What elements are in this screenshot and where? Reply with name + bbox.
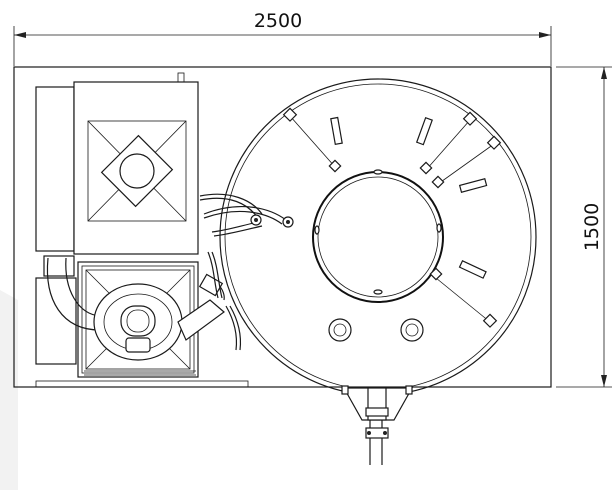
motor-assembly — [35, 255, 225, 378]
connecting-hoses — [199, 193, 294, 351]
base-frame — [13, 66, 552, 388]
background-shade — [0, 290, 18, 490]
height-dimension-label: 1500 — [581, 203, 603, 251]
height-dimension: 1500 — [556, 66, 612, 388]
width-dimension-label: 2500 — [254, 10, 302, 32]
fan-housing — [35, 72, 199, 255]
width-dimension: 2500 — [13, 10, 552, 66]
tank — [219, 78, 537, 396]
base-skid — [35, 380, 249, 388]
tank-outlet — [341, 385, 414, 465]
